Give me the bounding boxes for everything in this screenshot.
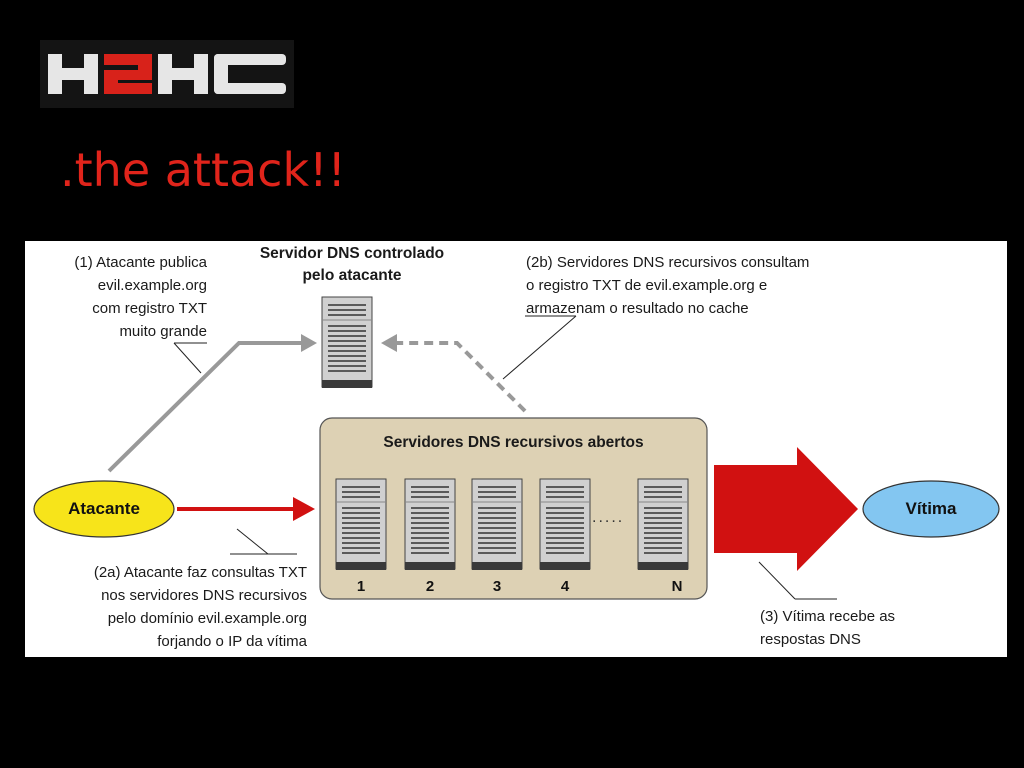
step2b-label: (2b) Servidores DNS recursivos consultam… — [526, 254, 810, 317]
attacker-label: Atacante — [68, 499, 140, 518]
recursive-server-2-icon — [404, 478, 456, 571]
attacker-node — [33, 480, 175, 538]
server-number-2: 2 — [425, 578, 435, 595]
logo-letter-c — [214, 54, 286, 94]
step1-callout-line — [173, 342, 202, 374]
diagram-graphics — [33, 296, 1000, 600]
server-number-n: N — [671, 578, 683, 595]
server-number-3: 3 — [492, 578, 502, 595]
recursive-server-n-icon — [637, 478, 689, 571]
h2hc-logo-graphic — [48, 54, 286, 94]
step3-label: (3) Vítima recebe as respostas DNS — [760, 608, 896, 648]
dns-amplification-diagram: (1) Atacante publica evil.example.org co… — [25, 241, 1007, 657]
step3-callout-line — [758, 561, 796, 600]
publish-arrow-head — [301, 334, 317, 352]
slide-title: .the attack!! — [60, 143, 346, 197]
server-number-1: 1 — [356, 578, 366, 595]
servers-ellipsis: ..... — [592, 509, 625, 526]
controlled-server-title: Servidor DNS controlado pelo atacante — [259, 245, 445, 284]
h2hc-logo — [40, 40, 294, 108]
amplified-response-arrow — [714, 447, 858, 571]
server-number-4: 4 — [560, 578, 570, 595]
logo-letter-h2 — [158, 54, 208, 94]
victim-node — [862, 480, 1000, 538]
recursive-query-arrow-head — [381, 334, 397, 352]
step1-label: (1) Atacante publica evil.example.org co… — [74, 254, 207, 340]
step2b-callout-line — [502, 315, 577, 380]
victim-label: Vítima — [905, 499, 957, 518]
publish-arrow — [107, 341, 303, 473]
step2a-label: (2a) Atacante faz consultas TXT nos serv… — [93, 564, 307, 650]
recursive-server-4-icon — [539, 478, 591, 571]
logo-letter-2 — [104, 54, 152, 94]
controlled-dns-server-icon — [321, 296, 373, 389]
step2a-callout-line — [236, 528, 269, 555]
recursive-server-3-icon — [471, 478, 523, 571]
logo-letter-h1 — [48, 54, 98, 94]
spoofed-query-arrow-head — [293, 497, 315, 521]
recursive-group-title: Servidores DNS recursivos abertos — [383, 434, 644, 451]
recursive-query-dashed-arrow — [395, 341, 527, 413]
recursive-server-1-icon — [335, 478, 387, 571]
